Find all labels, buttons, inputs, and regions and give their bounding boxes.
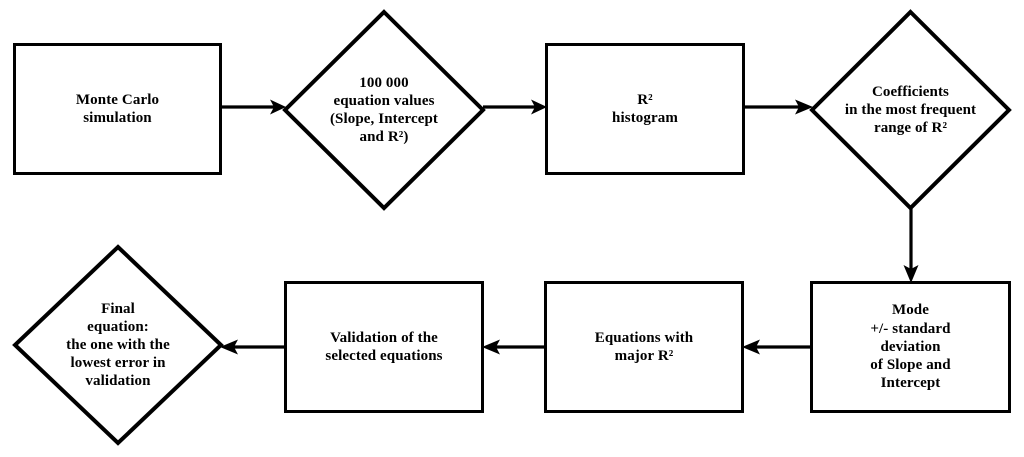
node-label-coefficients-most-frequent: Coefficients in the most frequent range …	[844, 84, 977, 136]
diamond-outline-coefficients-most-frequent	[809, 9, 1012, 211]
node-label-monte-carlo-simulation: Monte Carlo simulation	[75, 91, 160, 126]
connector-equations-major-r2-to-validation	[478, 337, 550, 357]
node-label-equations-major-r2: Equations with major R²	[594, 329, 694, 364]
node-label-equation-values: 100 000 equation values (Slope, Intercep…	[329, 75, 439, 145]
diamond-outline-final-equation	[12, 244, 224, 446]
node-r2-histogram[interactable]: R² histogram	[545, 43, 745, 175]
node-monte-carlo-simulation[interactable]: Monte Carlo simulation	[13, 43, 222, 175]
node-coefficients-most-frequent[interactable]: Coefficients in the most frequent range …	[809, 9, 1012, 211]
connector-monte-carlo-to-equation-values	[220, 97, 292, 117]
node-final-equation[interactable]: Final equation: the one with the lowest …	[12, 244, 224, 446]
connector-equation-values-to-r2-histogram	[483, 97, 553, 117]
connector-coefficients-to-mode	[901, 205, 921, 287]
node-label-final-equation: Final equation: the one with the lowest …	[66, 301, 170, 389]
node-label-mode-standard-deviation: Mode +/- standard deviation of Slope and…	[870, 302, 951, 392]
node-label-validation-selected-equations: Validation of the selected equations	[325, 329, 443, 364]
diamond-outline-equation-values	[282, 9, 486, 211]
connector-validation-to-final-equation	[216, 337, 290, 357]
node-equations-major-r2[interactable]: Equations with major R²	[544, 281, 744, 413]
node-validation-selected-equations[interactable]: Validation of the selected equations	[284, 281, 484, 413]
node-label-r2-histogram: R² histogram	[612, 91, 678, 126]
connector-mode-to-equations-major-r2	[738, 337, 816, 357]
node-equation-values[interactable]: 100 000 equation values (Slope, Intercep…	[282, 9, 486, 211]
node-mode-standard-deviation[interactable]: Mode +/- standard deviation of Slope and…	[810, 281, 1011, 413]
connector-r2-histogram-to-coefficients	[743, 97, 819, 117]
